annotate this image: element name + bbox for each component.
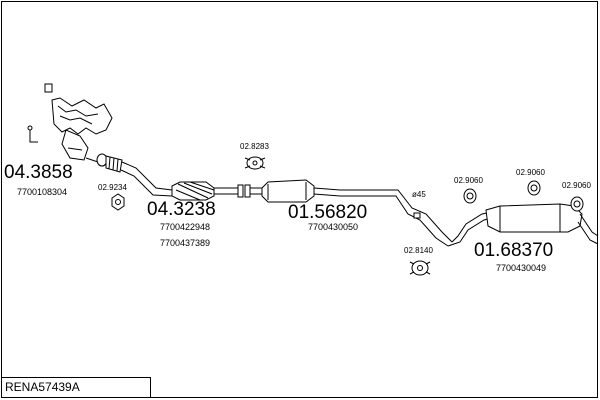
hanger-02-9060-a-shape bbox=[463, 188, 477, 204]
accessory-02-9060-a: 02.9060 bbox=[454, 176, 483, 185]
oem-7700108304: 7700108304 bbox=[17, 187, 68, 197]
accessory-02-8283: 02.8283 bbox=[240, 142, 269, 151]
part-ref-01-68370: 01.68370 bbox=[474, 240, 554, 261]
oem-7700437389: 7700437389 bbox=[160, 238, 211, 248]
rear-silencer-shape bbox=[447, 203, 599, 247]
oem-7700430050: 7700430050 bbox=[308, 222, 359, 232]
diagram-title: RENA57439A bbox=[1, 377, 151, 398]
accessory-02-9234: 02.9234 bbox=[98, 183, 127, 192]
hanger-02-9060-b-shape bbox=[527, 180, 541, 196]
clamp-02-8140-shape bbox=[409, 260, 431, 276]
clamp-02-8283-shape bbox=[244, 156, 266, 170]
accessory-02-9060-c: 02.9060 bbox=[562, 181, 591, 190]
clip-shape bbox=[413, 212, 421, 219]
intermediate-silencer-shape bbox=[250, 179, 453, 247]
oem-7700430049: 7700430049 bbox=[496, 263, 547, 273]
hanger-02-9060-c-shape bbox=[570, 196, 584, 212]
part-ref-04-3238: 04.3238 bbox=[147, 199, 216, 220]
hanger-02-9234-shape bbox=[111, 193, 125, 211]
exhaust-manifold-shape bbox=[27, 83, 113, 161]
catalyst-shape bbox=[171, 181, 251, 201]
downpipe-shape bbox=[85, 153, 173, 197]
oem-7700422948: 7700422948 bbox=[160, 222, 211, 232]
accessory-02-8140: 02.8140 bbox=[404, 246, 433, 255]
part-ref-04-3858: 04.3858 bbox=[4, 162, 73, 183]
part-ref-01-56820: 01.56820 bbox=[288, 202, 368, 223]
accessory-02-9060-b: 02.9060 bbox=[516, 168, 545, 177]
pipe-diameter-label: ø45 bbox=[412, 190, 426, 199]
